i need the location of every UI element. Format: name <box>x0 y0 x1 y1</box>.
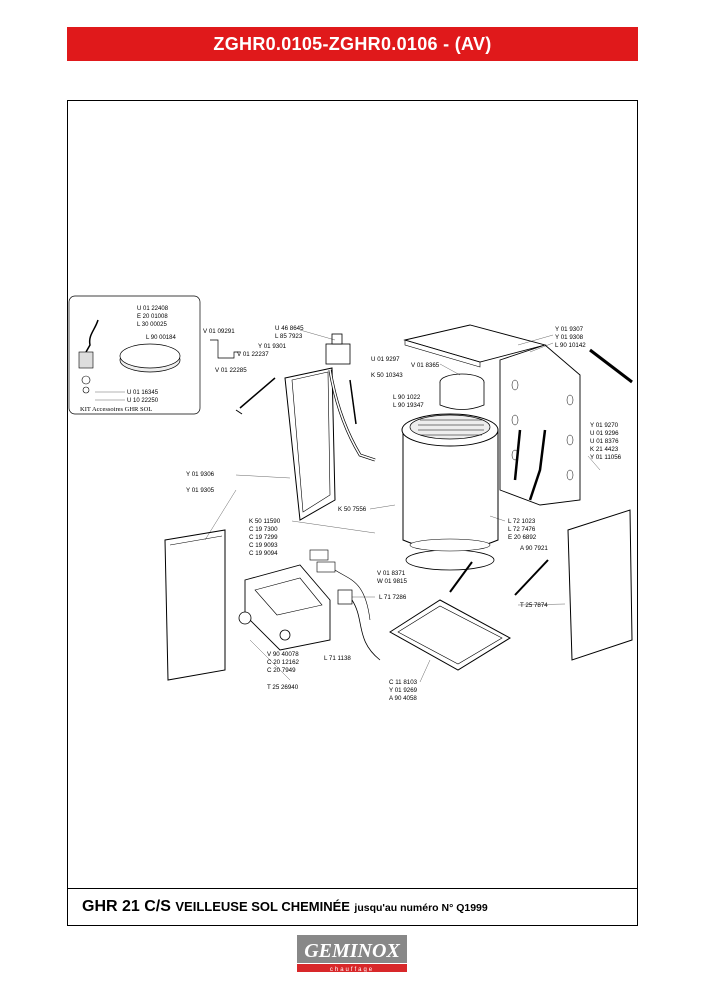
part-code: T 25 26940 <box>267 684 299 691</box>
part-code: L 90 19347 <box>393 402 424 409</box>
back-panel-part <box>499 344 581 506</box>
part-code: L 71 1138 <box>324 655 351 662</box>
part-code: Y 01 9306 <box>186 471 215 478</box>
control-panel-part <box>238 549 381 661</box>
geminox-logo: GEMINOX chauffage <box>297 935 407 973</box>
caption-description: VEILLEUSE SOL CHEMINÉE <box>175 899 350 914</box>
kit-code: U 10 22250 <box>127 398 159 404</box>
part-code: Y 01 9305 <box>186 487 215 494</box>
kit-code: U 01 16345 <box>127 390 159 396</box>
part-code: C 19 7299 <box>249 534 278 541</box>
part-code: C 19 7300 <box>249 526 278 533</box>
flue-rod-group <box>210 339 276 415</box>
kit-label: KIT Accessoires GHR SOL <box>80 406 152 413</box>
part-code: E 20 6892 <box>508 534 537 541</box>
part-code: L 72 7476 <box>508 526 536 533</box>
part-code: V 01 8365 <box>411 362 440 369</box>
part-code: K 50 10343 <box>371 372 403 379</box>
gas-pipe-part <box>325 333 376 462</box>
caption-model: GHR 21 C/S <box>82 898 171 915</box>
diagram-frame <box>67 100 638 926</box>
kit-code: U 01 22408 <box>137 306 169 312</box>
part-code: L 90 1022 <box>393 394 421 401</box>
leader-lines <box>204 329 601 683</box>
base-tray-part <box>389 599 511 671</box>
part-code: U 01 9297 <box>371 356 400 363</box>
part-code: L 90 10142 <box>555 342 586 349</box>
part-code: Y 01 9269 <box>389 687 418 694</box>
brace-parts <box>449 559 549 596</box>
side-panel-left <box>164 529 226 681</box>
part-code: L 72 1023 <box>508 518 536 525</box>
part-code: C 20 7949 <box>267 667 296 674</box>
footer-divider <box>67 888 638 889</box>
part-code: K 21 4423 <box>590 446 619 453</box>
part-code: Y 01 9270 <box>590 422 619 429</box>
svg-text:GEMINOX: GEMINOX <box>304 940 400 962</box>
part-code: L 85 7923 <box>275 333 303 340</box>
caption-note: jusqu'au numéro N° Q1999 <box>354 902 488 914</box>
svg-text:chauffage: chauffage <box>330 967 374 973</box>
part-code: W 01 9815 <box>377 578 407 585</box>
diagram-caption: GHR 21 C/S VEILLEUSE SOL CHEMINÉE jusqu'… <box>82 898 488 916</box>
kit-code: L 90 00184 <box>146 335 176 341</box>
side-frame-part <box>284 367 336 521</box>
part-labels: V 01 09291 V 01 22237 V 01 22285 U 46 86… <box>186 325 622 702</box>
side-panel-right <box>567 509 633 661</box>
part-code: V 01 8371 <box>377 570 406 577</box>
part-code: K 50 7556 <box>338 506 367 513</box>
part-code: V 90 40078 <box>267 651 299 658</box>
part-code: Y 01 9301 <box>258 343 287 350</box>
part-code: U 01 8376 <box>590 438 619 445</box>
part-code: C 11 8103 <box>389 679 418 686</box>
kit-inset: U 01 22408 E 20 01008 L 30 00025 L 90 00… <box>68 295 201 415</box>
part-code: T 25 7874 <box>520 602 548 609</box>
page-title-banner: ZGHR0.0105-ZGHR0.0106 - (AV) <box>67 27 638 61</box>
part-code: V 01 22285 <box>215 367 247 374</box>
part-code: C 19 9093 <box>249 542 278 549</box>
part-code: U 46 8645 <box>275 325 304 332</box>
kit-code: E 20 01008 <box>137 314 168 320</box>
part-code: V 01 22237 <box>237 351 269 358</box>
part-code: L 71 7286 <box>379 594 407 601</box>
part-code: Y 01 9308 <box>555 334 584 341</box>
part-code: A 90 4058 <box>389 695 417 702</box>
page-title: ZGHR0.0105-ZGHR0.0106 - (AV) <box>213 33 492 54</box>
kit-code: L 30 00025 <box>137 322 167 328</box>
part-code: U 01 9296 <box>590 430 619 437</box>
part-code: Y 01 11056 <box>590 454 622 461</box>
part-code: V 01 09291 <box>203 328 235 335</box>
part-code: Y 01 9307 <box>555 326 584 333</box>
part-code: C 19 9094 <box>249 550 278 557</box>
part-code: C 20 12162 <box>267 659 300 666</box>
part-code: A 90 7921 <box>520 545 548 552</box>
boiler-body <box>401 373 499 571</box>
part-code: K 50 11590 <box>249 518 281 525</box>
